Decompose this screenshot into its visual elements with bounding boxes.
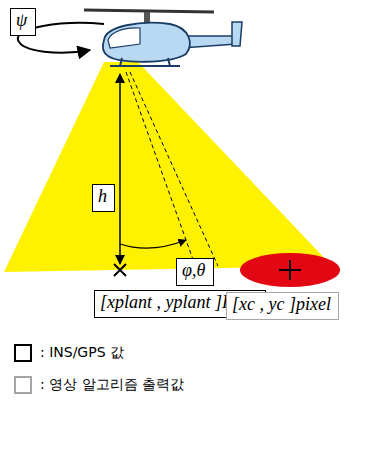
legend-text: : 영상 알고리즘 출력값	[40, 376, 184, 394]
target-ellipse	[240, 253, 340, 287]
symbol-text: ψ	[16, 10, 30, 32]
ground-cross	[114, 264, 126, 276]
yaw-label-box: ψ	[10, 8, 36, 36]
legend-entry: : INS/GPS 값	[14, 344, 124, 362]
legend-swatch	[14, 344, 32, 362]
legend-swatch	[14, 376, 32, 394]
legend-entry: : 영상 알고리즘 출력값	[14, 376, 184, 394]
legend-text: : INS/GPS 값	[40, 344, 124, 362]
height-label-box: h	[92, 184, 115, 212]
height-arrow	[119, 74, 121, 264]
view-line	[130, 72, 218, 266]
camera-cone	[4, 62, 332, 272]
target-cross	[279, 260, 301, 280]
view-line	[126, 72, 196, 268]
angle-label-box: φ,θ	[176, 258, 214, 286]
symbol-text: [xc , yc ]pixel	[232, 294, 333, 316]
angle-arc	[120, 240, 186, 248]
symbol-text: h	[98, 186, 109, 208]
helicopter	[84, 10, 242, 66]
pixel-label-box: [xc , yc ]pixel	[226, 292, 339, 320]
symbol-text: φ,θ	[182, 260, 208, 282]
